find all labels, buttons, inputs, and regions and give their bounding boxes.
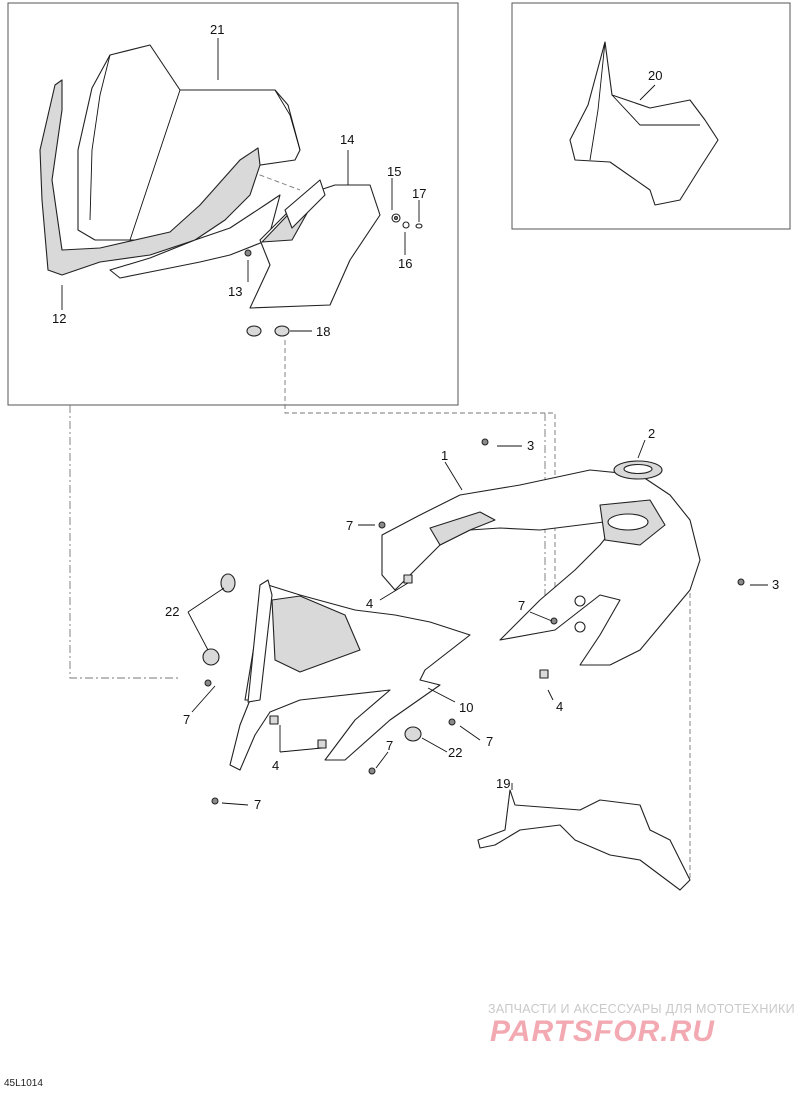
- callout-1: 1: [441, 448, 448, 463]
- callout-3-right: 3: [772, 577, 779, 592]
- bracket-part: [477, 789, 691, 891]
- small-hardware: [244, 213, 423, 337]
- drawing-code: 45L1014: [4, 1078, 43, 1089]
- callout-21: 21: [210, 22, 224, 37]
- callout-22-a: 22: [165, 604, 179, 619]
- gasket-ring-part: [613, 460, 663, 480]
- grommet-parts: [202, 573, 422, 742]
- callout-7-f: 7: [254, 797, 261, 812]
- windshield-detail-frame: [7, 2, 459, 406]
- callout-2: 2: [648, 426, 655, 441]
- callout-19: 19: [496, 776, 510, 791]
- callout-16: 16: [398, 256, 412, 271]
- callout-17: 17: [412, 186, 426, 201]
- alt-windshield-detail-frame: [511, 2, 791, 230]
- callout-13: 13: [228, 284, 242, 299]
- callout-18: 18: [316, 324, 330, 339]
- alt-windshield-part: [569, 41, 719, 206]
- callout-7-d: 7: [486, 734, 493, 749]
- windshield-frame-part: [39, 79, 281, 279]
- upper-console-part: [381, 469, 701, 666]
- callout-labels: 21 14 15 17 16 13 12 18 20 3 2 1 7 3 4 7…: [52, 22, 779, 812]
- callout-7-b: 7: [518, 598, 525, 613]
- callout-3-top: 3: [527, 438, 534, 453]
- lower-console-part: [229, 579, 471, 771]
- callout-7-e: 7: [386, 738, 393, 753]
- callout-10: 10: [459, 700, 473, 715]
- callout-7-a: 7: [346, 518, 353, 533]
- fastener-parts: [204, 438, 745, 805]
- callout-20: 20: [648, 68, 662, 83]
- leader-lines: [61, 38, 768, 806]
- callout-4-b: 4: [556, 699, 563, 714]
- callout-12: 12: [52, 311, 66, 326]
- watermark-tagline: ЗАПЧАСТИ И АКСЕССУАРЫ ДЛЯ МОТОТЕХНИКИ: [488, 1002, 795, 1016]
- callout-14: 14: [340, 132, 354, 147]
- callout-4-c: 4: [272, 758, 279, 773]
- deflector-part: [249, 179, 381, 309]
- callout-22-b: 22: [448, 745, 462, 760]
- watermark-logo: PARTSFOR.RU: [490, 1015, 715, 1048]
- callout-15: 15: [387, 164, 401, 179]
- callout-7-c: 7: [183, 712, 190, 727]
- callout-4-a: 4: [366, 596, 373, 611]
